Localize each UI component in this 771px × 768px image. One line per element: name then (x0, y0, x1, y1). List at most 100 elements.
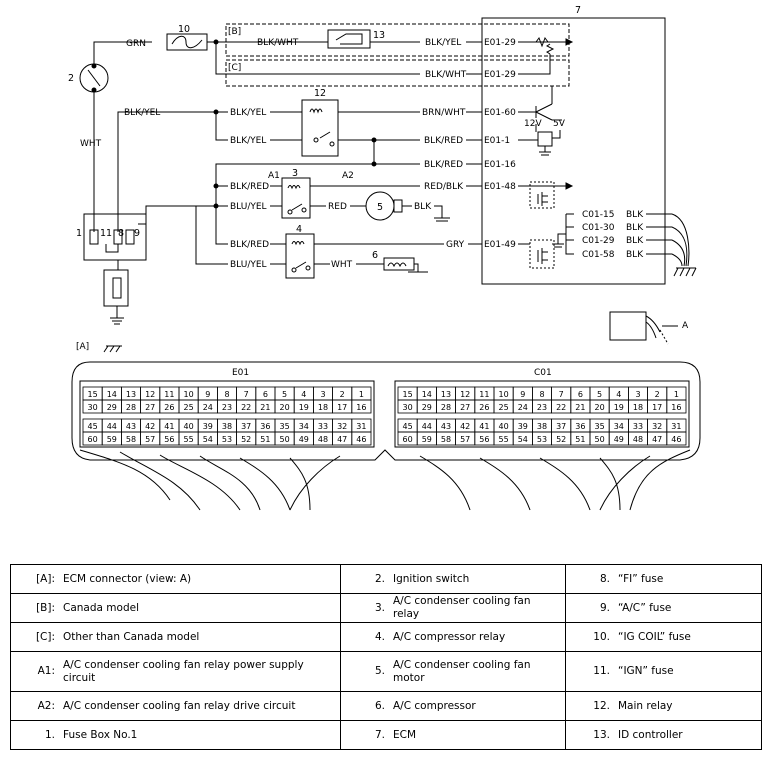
connector-pin-number: 21 (575, 403, 585, 412)
connector-pin-number: 27 (460, 403, 470, 412)
connector-pin-number: 28 (441, 403, 451, 412)
connector-pin-number: 3 (635, 390, 640, 399)
connector-pin-number: 13 (441, 390, 451, 399)
connector-pin-number: 38 (537, 422, 547, 431)
connector-frame (394, 380, 690, 448)
legend-cell: A1:A/C condenser cooling fan relay power… (10, 651, 341, 692)
legend-code: 10. (593, 630, 610, 643)
legend-row: A1:A/C condenser cooling fan relay power… (10, 651, 762, 692)
terminal-e01-1: E01-1 (484, 136, 510, 146)
legend-code: [C]: (35, 630, 55, 643)
terminal-e01-29-a: E01-29 (484, 38, 516, 48)
connector-pin-number: 54 (518, 435, 528, 444)
connector-pin-number: 17 (652, 403, 662, 412)
connector-pin-number: 47 (337, 435, 347, 444)
legend-cell: 13.ID controller (565, 720, 762, 750)
connector-pin-number: 51 (260, 435, 270, 444)
connector-pin-number: 7 (559, 390, 564, 399)
legend-cell: 6. A/C compressor (340, 691, 566, 721)
wire-label-blk-c: BLK (626, 223, 644, 233)
wire-label-red: RED (328, 202, 347, 212)
connector-pin-number: 16 (671, 403, 681, 412)
legend-description: Ignition switch (393, 572, 470, 585)
connector-pin-number: 3 (320, 390, 325, 399)
connector-pin-number: 49 (614, 435, 624, 444)
wire-label-blk-yel-a: BLK/YEL (124, 108, 160, 118)
connector-pin-number: 52 (556, 435, 566, 444)
connector-pin-number: 46 (356, 435, 366, 444)
callout-5: 5 (377, 202, 383, 213)
connector-view-a (609, 311, 647, 341)
connector-pin-number: 32 (337, 422, 347, 431)
connector-pin-number: 51 (575, 435, 585, 444)
legend-description: A/C compressor relay (393, 630, 506, 643)
legend-description: Fuse Box No.1 (63, 728, 138, 741)
connector-e01-label: E01 (232, 368, 249, 378)
connector-pin-number: 5 (282, 390, 287, 399)
connector-pin-number: 54 (203, 435, 213, 444)
connector-pin-number: 35 (595, 422, 605, 431)
legend-code: A1: (37, 665, 55, 677)
wire-label-blk-e: BLK (626, 250, 644, 260)
legend-description: A/C compressor (393, 699, 476, 712)
connector-c01-label: C01 (534, 368, 552, 378)
connector-pin-number: 22 (556, 403, 566, 412)
connector-pin-number: 43 (126, 422, 136, 431)
connector-pin-number: 47 (652, 435, 662, 444)
connector-pin-number: 24 (203, 403, 213, 412)
connector-pin-number: 45 (88, 422, 98, 431)
legend-code: 5. (374, 665, 385, 677)
legend-code: 9. (599, 601, 610, 614)
callout-12: 12 (314, 88, 326, 99)
wire-label-blk-yel-b: BLK/YEL (425, 38, 461, 48)
legend-cell: 3.A/C condenser cooling fan relay (340, 593, 566, 623)
wire-label-red-blk: RED/BLK (424, 182, 464, 192)
connector-pin-cell (351, 431, 372, 446)
legend-code: 4. (374, 630, 385, 643)
connector-pin-number: 6 (263, 390, 268, 399)
legend-code: 7. (374, 728, 385, 741)
terminal-c01-30: C01-30 (582, 223, 615, 233)
connector-pin-number: 42 (460, 422, 470, 431)
connector-pin-number: 2 (655, 390, 660, 399)
terminal-e01-16: E01-16 (484, 160, 516, 170)
legend-cell: [C]:Other than Canada model (10, 622, 341, 652)
connector-pin-number: 57 (460, 435, 470, 444)
legend-cell: 1.Fuse Box No.1 (10, 720, 341, 750)
wire-label-blk-red-a: BLK/RED (424, 136, 463, 146)
compressor-relay-symbol (285, 233, 315, 279)
legend-cell: 11.“IGN” fuse (565, 651, 762, 692)
wire-label-blk-red-d: BLK/RED (230, 240, 269, 250)
connector-pin-number: 16 (356, 403, 366, 412)
id-controller-symbol (327, 29, 371, 49)
other-model-box (225, 59, 570, 87)
connector-pin-number: 1 (674, 390, 679, 399)
ecm-connector-housing (71, 361, 701, 461)
connector-pin-number: 10 (184, 390, 194, 399)
wire-label-brn-wht: BRN/WHT (422, 108, 466, 118)
wire-label-blk-wht-b: BLK/WHT (425, 70, 467, 80)
callout-b: [B] (228, 27, 241, 37)
legend-code: 6. (374, 699, 385, 712)
connector-pin-number: 44 (107, 422, 117, 431)
connector-pin-number: 19 (299, 403, 309, 412)
callout-6: 6 (372, 250, 378, 261)
legend-cell: 7.ECM (340, 720, 566, 750)
legend-code: [A]: (36, 572, 55, 585)
legend-code: 12. (593, 699, 610, 712)
wire-label-wht-b: WHT (331, 260, 353, 270)
connector-pin-number: 30 (88, 403, 98, 412)
callout-1: 1 (76, 228, 82, 239)
connector-pin-number: 48 (633, 435, 643, 444)
legend-cell: [B]:Canada model (10, 593, 341, 623)
callout-c: [C] (228, 63, 241, 73)
connector-frame (79, 380, 375, 448)
wire-label-blk-a: BLK (414, 202, 432, 212)
connector-pin-number: 45 (403, 422, 413, 431)
legend-code: 2. (374, 572, 385, 585)
connector-pin-number: 57 (145, 435, 155, 444)
connector-pin-number: 23 (537, 403, 547, 412)
connector-pin-number: 33 (318, 422, 328, 431)
legend-cell: A2:A/C condenser cooling fan relay drive… (10, 691, 341, 721)
